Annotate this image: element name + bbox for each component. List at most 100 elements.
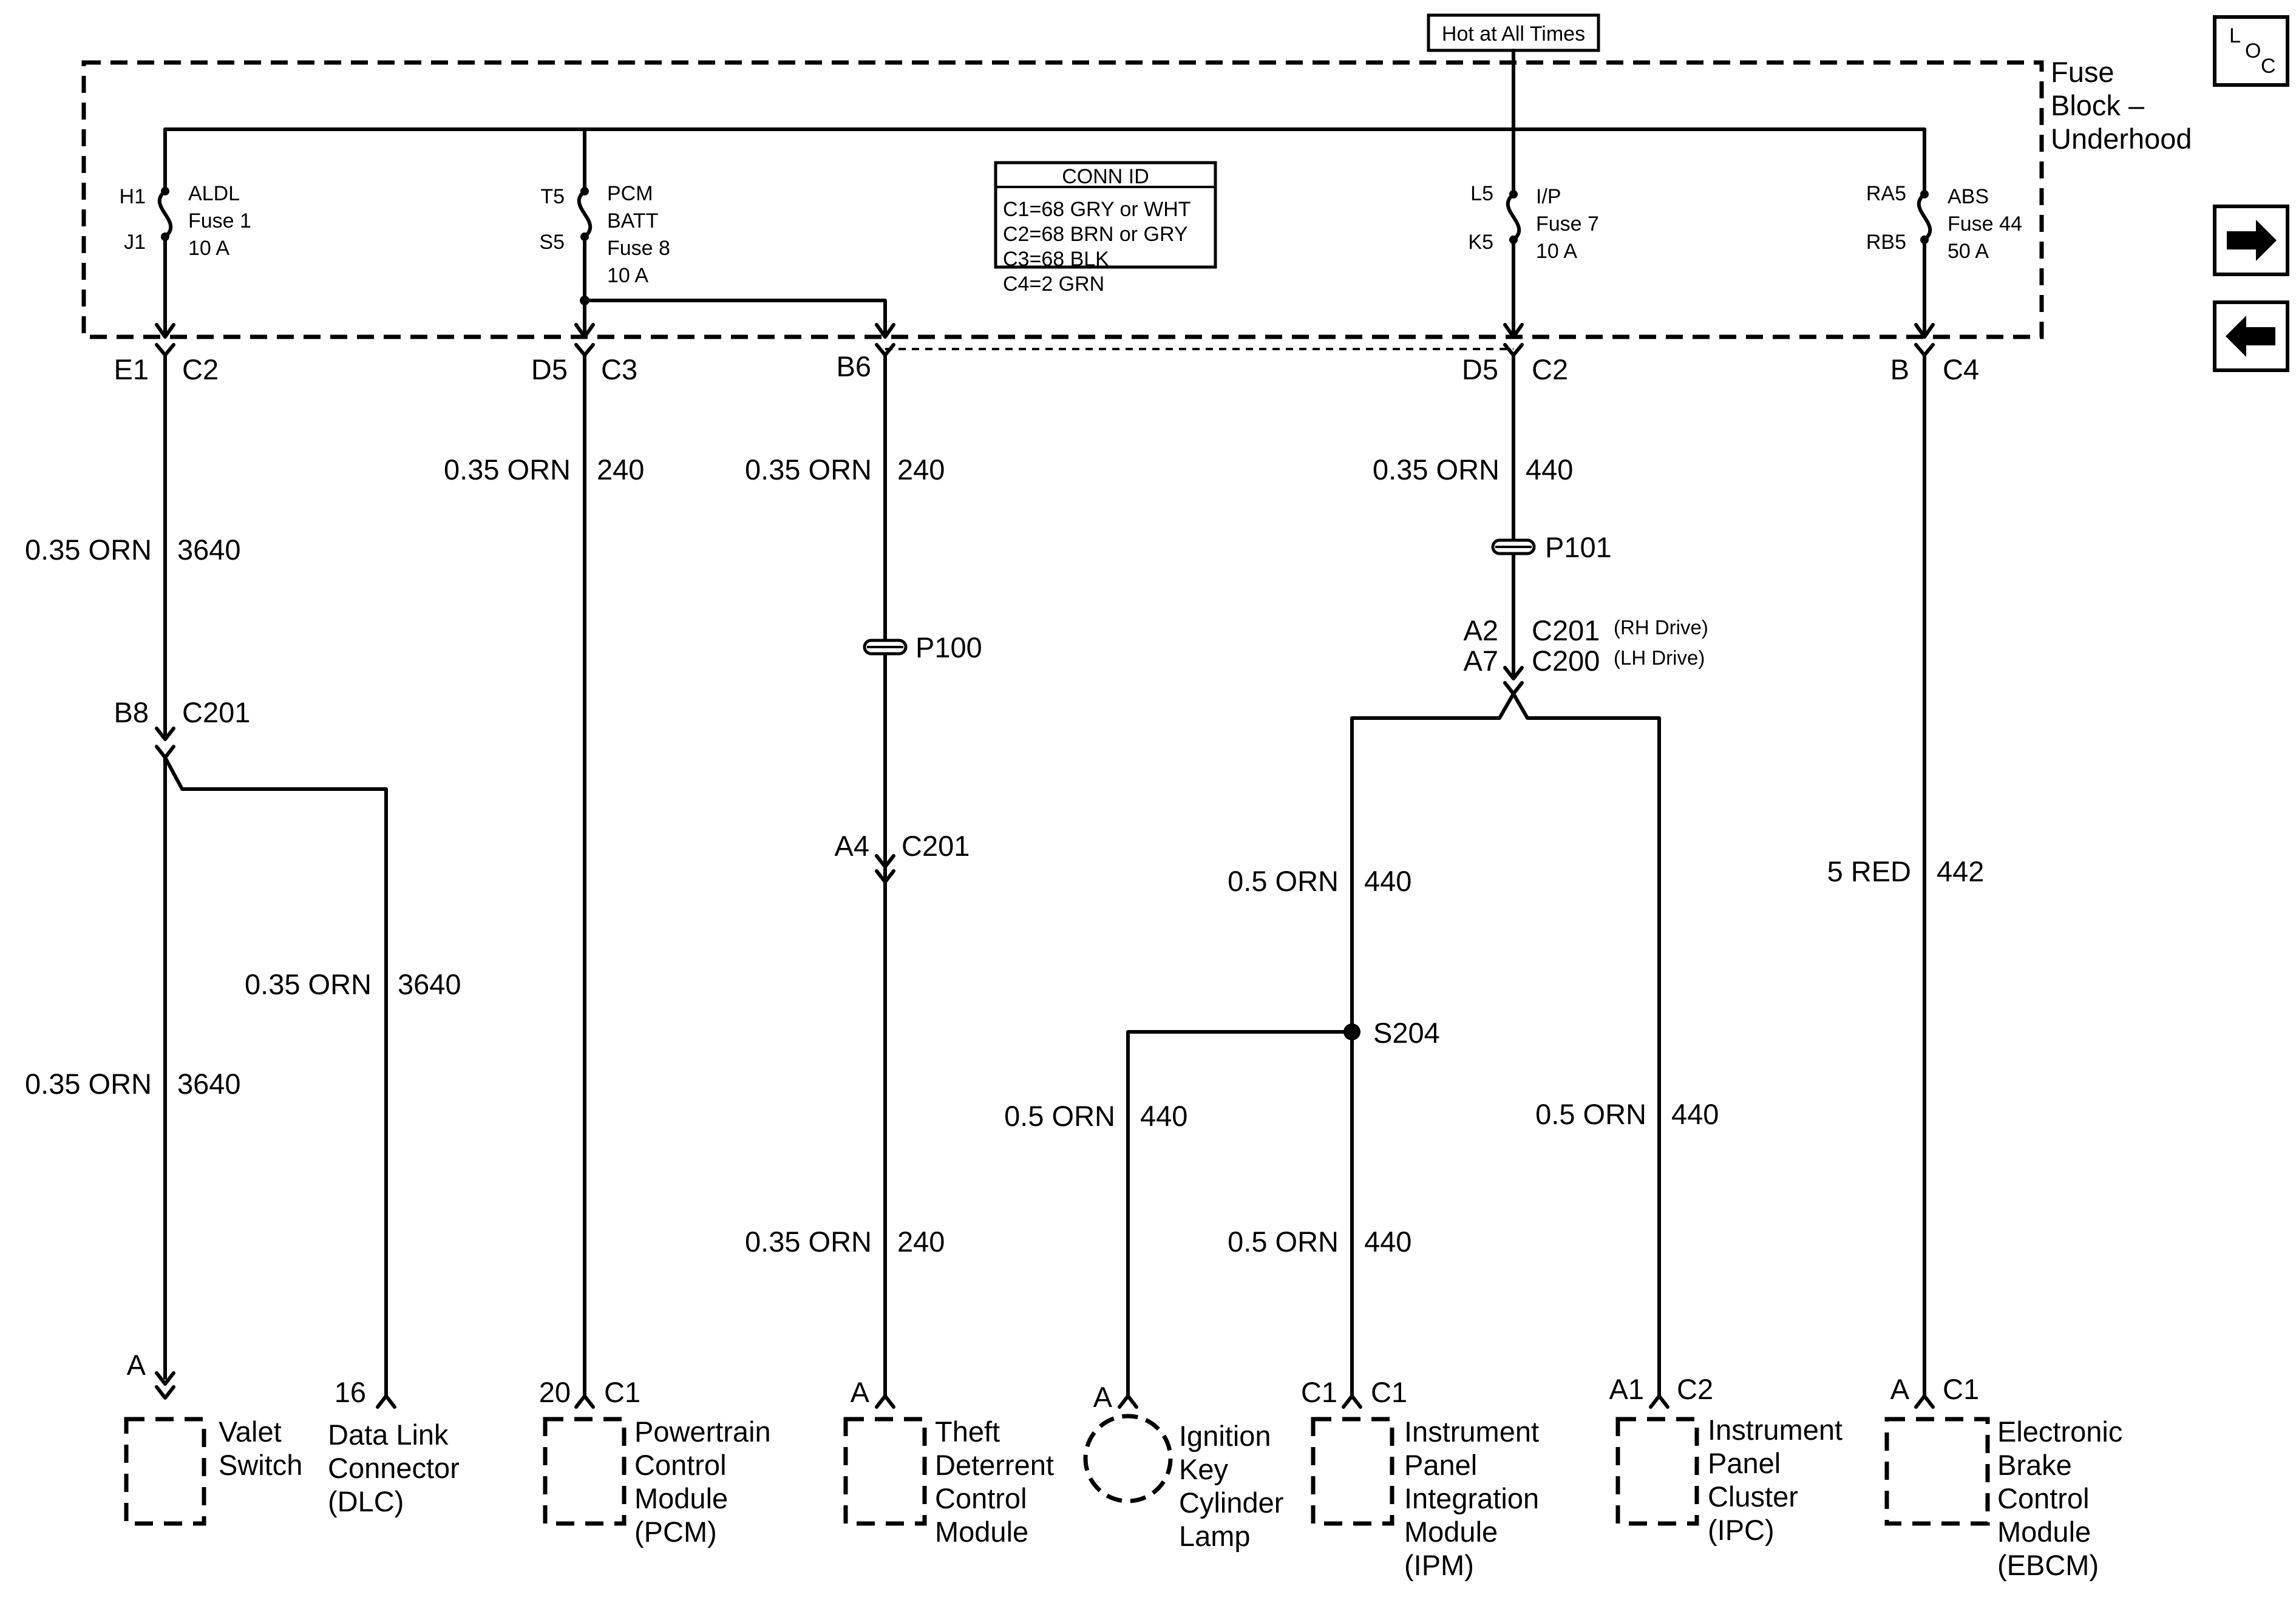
svg-text:C2=68 BRN or GRY: C2=68 BRN or GRY	[1003, 223, 1188, 246]
svg-text:Data Link: Data Link	[328, 1419, 449, 1451]
svg-text:Underhood: Underhood	[2051, 123, 2192, 155]
svg-text:C: C	[2261, 55, 2276, 78]
fuse-aldl: H1 J1 ALDL Fuse 1 10 A	[120, 127, 251, 339]
svg-text:D5: D5	[531, 353, 568, 385]
svg-text:ALDL: ALDL	[188, 182, 240, 205]
svg-text:440: 440	[1364, 865, 1411, 897]
circuit-442: 5 RED 442	[1827, 353, 1984, 1398]
svg-text:A: A	[1890, 1373, 1910, 1405]
svg-text:E1: E1	[114, 353, 149, 385]
svg-text:C2: C2	[182, 353, 219, 385]
svg-text:240: 240	[897, 1225, 945, 1258]
conn-id-box: CONN ID C1=68 GRY or WHT C2=68 BRN or GR…	[994, 161, 1217, 296]
svg-text:Valet: Valet	[219, 1415, 282, 1448]
fuse-block-label: Fuse Block – Underhood	[2051, 56, 2192, 155]
svg-text:5 RED: 5 RED	[1827, 855, 1911, 887]
svg-text:0.35 ORN: 0.35 ORN	[25, 1068, 152, 1100]
svg-text:I/P: I/P	[1536, 185, 1561, 208]
svg-text:C200: C200	[1532, 645, 1600, 677]
svg-text:RB5: RB5	[1866, 231, 1906, 254]
p101-grommet	[1491, 538, 1536, 555]
svg-text:C1: C1	[1371, 1376, 1407, 1408]
right-arrow-icon	[2227, 220, 2277, 261]
svg-text:A: A	[1093, 1381, 1113, 1413]
svg-text:3640: 3640	[177, 1068, 241, 1100]
svg-text:Block –: Block –	[2051, 89, 2145, 121]
svg-text:Instrument: Instrument	[1708, 1414, 1843, 1446]
svg-text:C3: C3	[601, 353, 637, 385]
svg-text:50 A: 50 A	[1948, 240, 1989, 263]
svg-text:440: 440	[1526, 453, 1573, 486]
svg-text:BATT: BATT	[607, 209, 658, 232]
svg-text:Control: Control	[634, 1449, 727, 1481]
svg-text:Powertrain: Powertrain	[634, 1415, 771, 1448]
svg-text:O: O	[2245, 39, 2261, 63]
svg-text:Cylinder: Cylinder	[1179, 1486, 1283, 1519]
svg-text:Brake: Brake	[1997, 1449, 2072, 1481]
component-ipc: Instrument Panel Cluster (IPC)	[1615, 1414, 1843, 1546]
circuit-3640: 0.35 ORN 3640 B8 C201 0.35 ORN 3640 0.35…	[25, 353, 461, 1398]
svg-text:C1: C1	[604, 1376, 640, 1408]
svg-text:K5: K5	[1468, 231, 1493, 254]
svg-text:C2: C2	[1532, 353, 1568, 385]
svg-text:Switch: Switch	[219, 1449, 302, 1481]
svg-text:A: A	[127, 1349, 146, 1381]
loc-button[interactable]: L O C	[2213, 15, 2289, 87]
svg-text:C201: C201	[902, 830, 970, 862]
svg-text:(EBCM): (EBCM)	[1997, 1549, 2099, 1581]
svg-text:C1: C1	[1943, 1373, 1979, 1405]
svg-text:Connector: Connector	[328, 1452, 460, 1484]
svg-text:442: 442	[1937, 855, 1984, 887]
loc-icon: L	[2229, 24, 2241, 47]
next-page-button[interactable]	[2213, 205, 2289, 276]
svg-text:H1: H1	[120, 185, 146, 208]
svg-text:Deterrent: Deterrent	[935, 1449, 1054, 1481]
svg-text:S5: S5	[539, 231, 565, 254]
svg-text:(IPC): (IPC)	[1708, 1514, 1775, 1546]
prev-page-button[interactable]	[2213, 300, 2289, 372]
svg-text:Fuse 44: Fuse 44	[1948, 212, 2022, 236]
circuit-240-pcm: 0.35 ORN 240	[444, 353, 644, 1398]
svg-text:A4: A4	[835, 830, 870, 862]
svg-text:ABS: ABS	[1948, 185, 1989, 208]
svg-text:Lamp: Lamp	[1179, 1520, 1251, 1552]
svg-text:C4: C4	[1943, 353, 1979, 385]
component-ebcm: Electronic Brake Control Module (EBCM)	[1884, 1415, 2122, 1581]
svg-text:0.5 ORN: 0.5 ORN	[1228, 865, 1339, 897]
svg-text:J1: J1	[124, 231, 146, 254]
svg-text:(LH Drive): (LH Drive)	[1614, 646, 1705, 669]
hot-at-all-times-label: Hot at All Times	[1442, 22, 1585, 46]
svg-text:10 A: 10 A	[1536, 240, 1577, 263]
svg-text:Fuse 8: Fuse 8	[607, 237, 670, 260]
svg-text:(DLC): (DLC)	[328, 1485, 404, 1517]
svg-text:Instrument: Instrument	[1404, 1415, 1539, 1448]
component-pins: A 16 20 C1 A A C1 C1 A1 C2 A C1	[127, 1349, 1979, 1413]
svg-text:Theft: Theft	[935, 1415, 1000, 1448]
svg-text:C3=68 BLK: C3=68 BLK	[1003, 248, 1109, 271]
fuse-pcm-batt: T5 S5 PCM BATT Fuse 8 10 A	[539, 127, 895, 339]
component-ipm: Instrument Panel Integration Module (IPM…	[1311, 1415, 1539, 1581]
svg-text:0.5 ORN: 0.5 ORN	[1535, 1098, 1646, 1130]
svg-text:10 A: 10 A	[188, 237, 229, 260]
left-arrow-icon	[2226, 316, 2275, 357]
bus-bar	[163, 127, 1926, 135]
svg-text:(RH Drive): (RH Drive)	[1614, 616, 1708, 639]
svg-text:A7: A7	[1464, 645, 1499, 677]
svg-text:B8: B8	[114, 696, 149, 728]
svg-text:10 A: 10 A	[607, 264, 648, 287]
svg-text:Module: Module	[1404, 1516, 1498, 1548]
svg-text:A1: A1	[1609, 1373, 1645, 1405]
component-ignition-key-lamp: Ignition Key Cylinder Lamp	[1083, 1414, 1283, 1552]
svg-text:440: 440	[1671, 1098, 1719, 1130]
svg-text:20: 20	[539, 1376, 571, 1408]
svg-text:0.35 ORN: 0.35 ORN	[245, 968, 372, 1000]
svg-text:0.5 ORN: 0.5 ORN	[1004, 1100, 1115, 1132]
svg-text:440: 440	[1364, 1225, 1411, 1258]
svg-text:Control: Control	[935, 1482, 1027, 1514]
svg-text:Panel: Panel	[1708, 1447, 1781, 1479]
svg-text:RA5: RA5	[1866, 182, 1906, 205]
svg-text:0.35 ORN: 0.35 ORN	[25, 534, 152, 566]
conn-id-title: CONN ID	[1062, 165, 1149, 188]
svg-text:0.5 ORN: 0.5 ORN	[1228, 1225, 1339, 1258]
